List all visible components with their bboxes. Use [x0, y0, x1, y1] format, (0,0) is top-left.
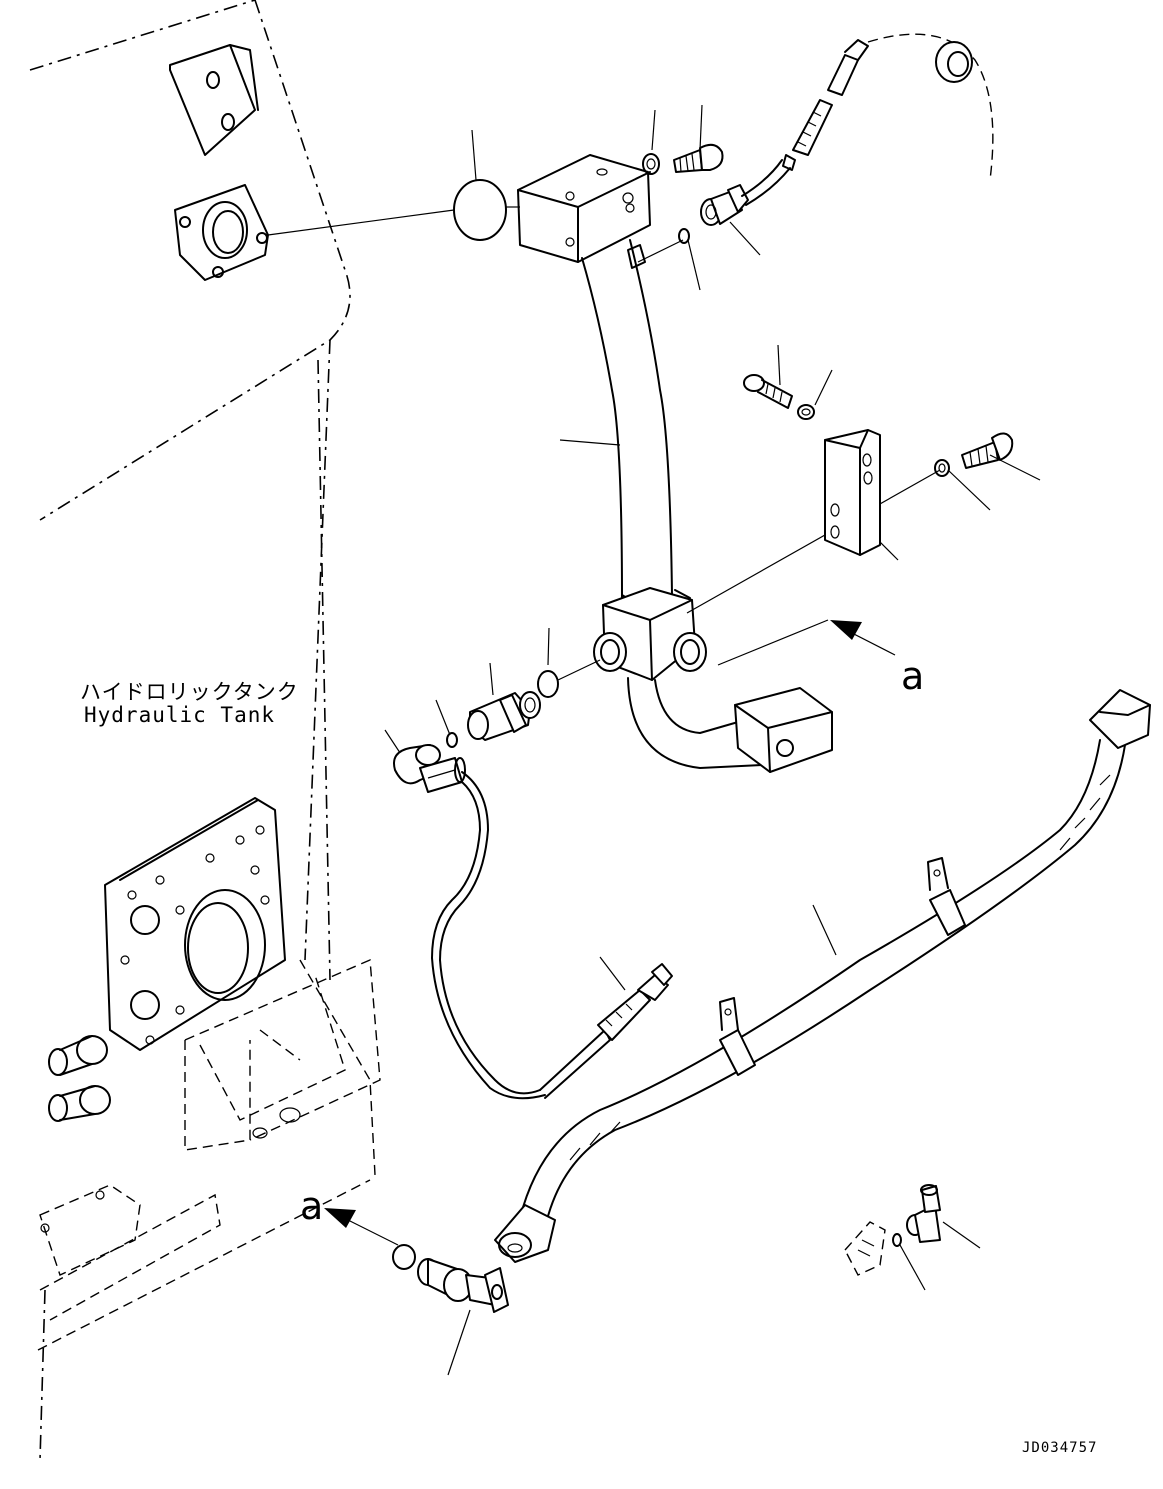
- connector-right: [906, 1184, 941, 1243]
- plug-right: [844, 1221, 886, 1276]
- sensor-hose-top: [741, 33, 994, 206]
- tank-label-japanese: ハイドロリックタンク: [80, 680, 299, 704]
- suction-tube: [517, 154, 833, 773]
- sensor-plug: [597, 963, 673, 1041]
- connector-top: [700, 184, 749, 226]
- tank-mounting-plate: [104, 797, 286, 1051]
- bolt-bracket-upper: [743, 374, 793, 409]
- reference-arrow-lower: [324, 1208, 399, 1246]
- washer-bracket-upper: [797, 404, 815, 420]
- hydraulic-tank-outline: [29, 0, 371, 1461]
- reference-arrow-upper: [830, 620, 896, 656]
- grommet: [935, 41, 973, 83]
- return-hose: [494, 689, 1151, 1263]
- leader-lines: [267, 104, 1041, 1376]
- reference-label-a-lower: a: [300, 1184, 324, 1228]
- drawing-code: JD034757: [1022, 1440, 1098, 1456]
- frame-fittings: [48, 1035, 111, 1122]
- bolt-top: [673, 143, 724, 173]
- tank-flange-port: [174, 184, 269, 281]
- o-ring-lower: [392, 1244, 416, 1270]
- tank-pad-upper: [169, 44, 259, 156]
- frame-bracket: [184, 958, 381, 1176]
- hose-elbow: [393, 744, 466, 793]
- elbow-connector-left: [467, 691, 541, 741]
- elbow-fitting-lower: [417, 1258, 509, 1313]
- small-o-ring-top: [678, 228, 690, 244]
- bolt-bracket-side: [961, 432, 1014, 469]
- o-ring-large: [453, 179, 507, 241]
- mounting-bracket: [824, 429, 881, 556]
- tank-block-lower: [39, 1184, 141, 1276]
- tank-label-english: Hydraulic Tank: [84, 703, 276, 727]
- small-o-ring-right: [892, 1233, 902, 1247]
- small-o-ring-left: [446, 732, 458, 748]
- washer-top: [642, 153, 660, 175]
- sensor-hose: [431, 771, 611, 1100]
- reference-label-a-upper: a: [901, 654, 925, 698]
- washer-bracket-side: [934, 459, 950, 477]
- o-ring-tee: [537, 670, 559, 698]
